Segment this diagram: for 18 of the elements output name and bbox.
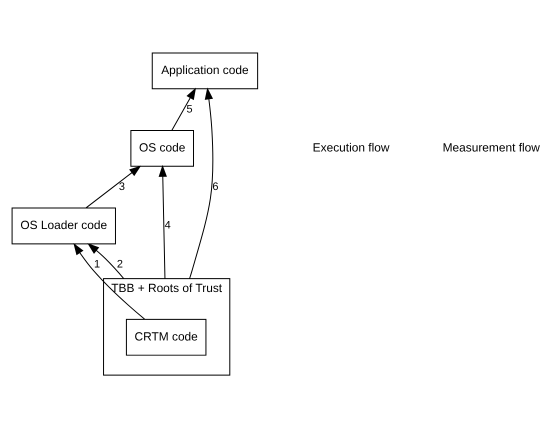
edge-label: 4 (164, 220, 171, 232)
node-box: OS Loader code (12, 208, 116, 244)
arrow (171, 88, 196, 131)
arrow (87, 243, 124, 280)
arrow (189, 88, 214, 280)
node-box: CRTM code (126, 318, 206, 356)
edge-label: 6 (212, 180, 218, 193)
edge-label: 3 (118, 180, 125, 193)
label: Execution flow (312, 140, 390, 154)
node-box: Application code (152, 52, 258, 90)
edge-label: 5 (186, 103, 193, 116)
arrow (86, 166, 142, 208)
arrow (158, 164, 167, 280)
edge-label: 1 (94, 258, 100, 271)
edge-label: 2 (116, 258, 123, 271)
arrow (73, 243, 146, 320)
node-box: OS code (130, 130, 194, 167)
label: Measurement flow (442, 140, 540, 154)
